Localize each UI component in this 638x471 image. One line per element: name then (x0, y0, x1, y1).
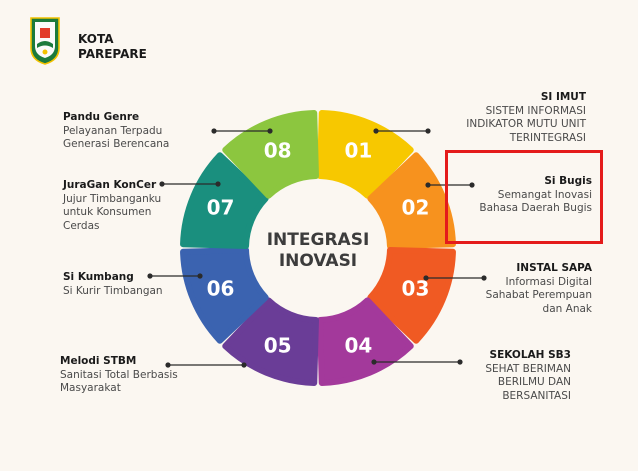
segment-number-02: 02 (402, 196, 430, 220)
segment-number-03: 03 (402, 276, 430, 300)
label-segment-06: Si Kumbang Si Kurir Timbangan (63, 271, 163, 298)
label-segment-02: Si Bugis Semangat Inovasi Bahasa Daerah … (479, 175, 592, 216)
segment-number-07: 07 (207, 196, 235, 220)
label-02-sub-2: Bahasa Daerah Bugis (479, 202, 592, 214)
label-08-title: Pandu Genre (63, 111, 140, 123)
center-title-line-1: INTEGRASI (267, 230, 370, 250)
connector-dot-02-1 (425, 182, 431, 188)
label-01-sub-2: INDIKATOR MUTU UNIT (466, 118, 586, 130)
wheel-segment-03 (367, 247, 456, 344)
segment-number-08: 08 (264, 139, 292, 163)
label-02-sub-1: Semangat Inovasi (497, 188, 592, 201)
label-05-sub-1: Sanitasi Total Berbasis (60, 368, 178, 381)
segment-number-04: 04 (344, 333, 372, 357)
kota-parepare-logo-icon (30, 17, 60, 65)
label-01-sub-1: SISTEM INFORMASI (485, 104, 586, 117)
highlight-box (445, 150, 603, 244)
label-02-title: Si Bugis (544, 175, 592, 187)
connector-dot-01-1 (373, 128, 379, 134)
connector-dot-05-1 (241, 362, 247, 368)
segment-number-05: 05 (264, 333, 292, 357)
label-segment-05: Melodi STBM Sanitasi Total Berbasis Masy… (60, 355, 178, 396)
wheel-segment-08 (222, 110, 319, 199)
label-08-sub-1: Pelayanan Terpadu (63, 124, 163, 137)
label-03-sub-1: Informasi Digital (505, 275, 592, 288)
brand-name: KOTA PAREPARE (78, 32, 147, 62)
connector-dot-02-2 (469, 182, 475, 188)
label-05-title: Melodi STBM (60, 355, 137, 367)
label-04-sub-1: SEHAT BERIMAN (485, 362, 571, 375)
connector-dot-07-1 (215, 181, 221, 187)
label-08-sub-2: Generasi Berencana (63, 138, 170, 150)
label-segment-08: Pandu Genre Pelayanan Terpadu Generasi B… (63, 111, 169, 152)
connector-dot-04-2 (457, 359, 463, 365)
label-04-title: SEKOLAH SB3 (489, 349, 571, 361)
brand-line-2: PAREPARE (78, 47, 147, 61)
center-title-line-2: INOVASI (279, 251, 357, 271)
segment-number-06: 06 (207, 276, 235, 300)
connector-dot-07-2 (159, 181, 165, 187)
label-04-sub-3: BERSANITASI (502, 389, 571, 402)
label-07-sub-1: Jujur Timbanganku (63, 192, 162, 205)
wheel-segment-02 (367, 152, 456, 249)
label-03-sub-3: dan Anak (542, 302, 592, 315)
label-segment-01: SI IMUT SISTEM INFORMASI INDIKATOR MUTU … (466, 91, 586, 145)
label-07-sub-3: Cerdas (63, 219, 100, 232)
connector-dot-05-2 (165, 362, 171, 368)
wheel-segment-05 (222, 297, 319, 386)
connector-dot-04-1 (371, 359, 377, 365)
brand-line-1: KOTA (78, 32, 114, 46)
label-06-title: Si Kumbang (63, 271, 134, 283)
label-01-title: SI IMUT (540, 91, 586, 103)
segment-number-01: 01 (344, 139, 372, 163)
label-01-sub-3: TERINTEGRASI (509, 131, 586, 144)
connector-dot-01-2 (425, 128, 431, 134)
wheel-segment-06 (180, 247, 269, 344)
label-segment-07: JuraGan KonCer Jujur Timbanganku untuk K… (63, 179, 161, 233)
wheel-segment-01 (317, 110, 414, 199)
connector-dot-03-1 (423, 275, 429, 281)
connector-dot-06-1 (197, 273, 203, 279)
label-06-sub-1: Si Kurir Timbangan (63, 284, 163, 297)
label-05-sub-2: Masyarakat (60, 382, 121, 394)
label-segment-04: SEKOLAH SB3 SEHAT BERIMAN BERILMU DAN BE… (485, 349, 571, 403)
label-segment-03: INSTAL SAPA Informasi Digital Sahabat Pe… (486, 262, 592, 316)
connector-dot-06-2 (147, 273, 153, 279)
connector-dot-08-2 (211, 128, 217, 134)
label-07-sub-2: untuk Konsumen (63, 206, 152, 218)
label-07-title: JuraGan KonCer (63, 179, 157, 191)
label-03-title: INSTAL SAPA (516, 262, 592, 274)
connector-dot-08-1 (267, 128, 273, 134)
label-03-sub-2: Sahabat Perempuan (485, 289, 592, 301)
wheel-segment-07 (180, 152, 269, 249)
label-04-sub-2: BERILMU DAN (497, 376, 571, 388)
connector-dot-03-2 (481, 275, 487, 281)
